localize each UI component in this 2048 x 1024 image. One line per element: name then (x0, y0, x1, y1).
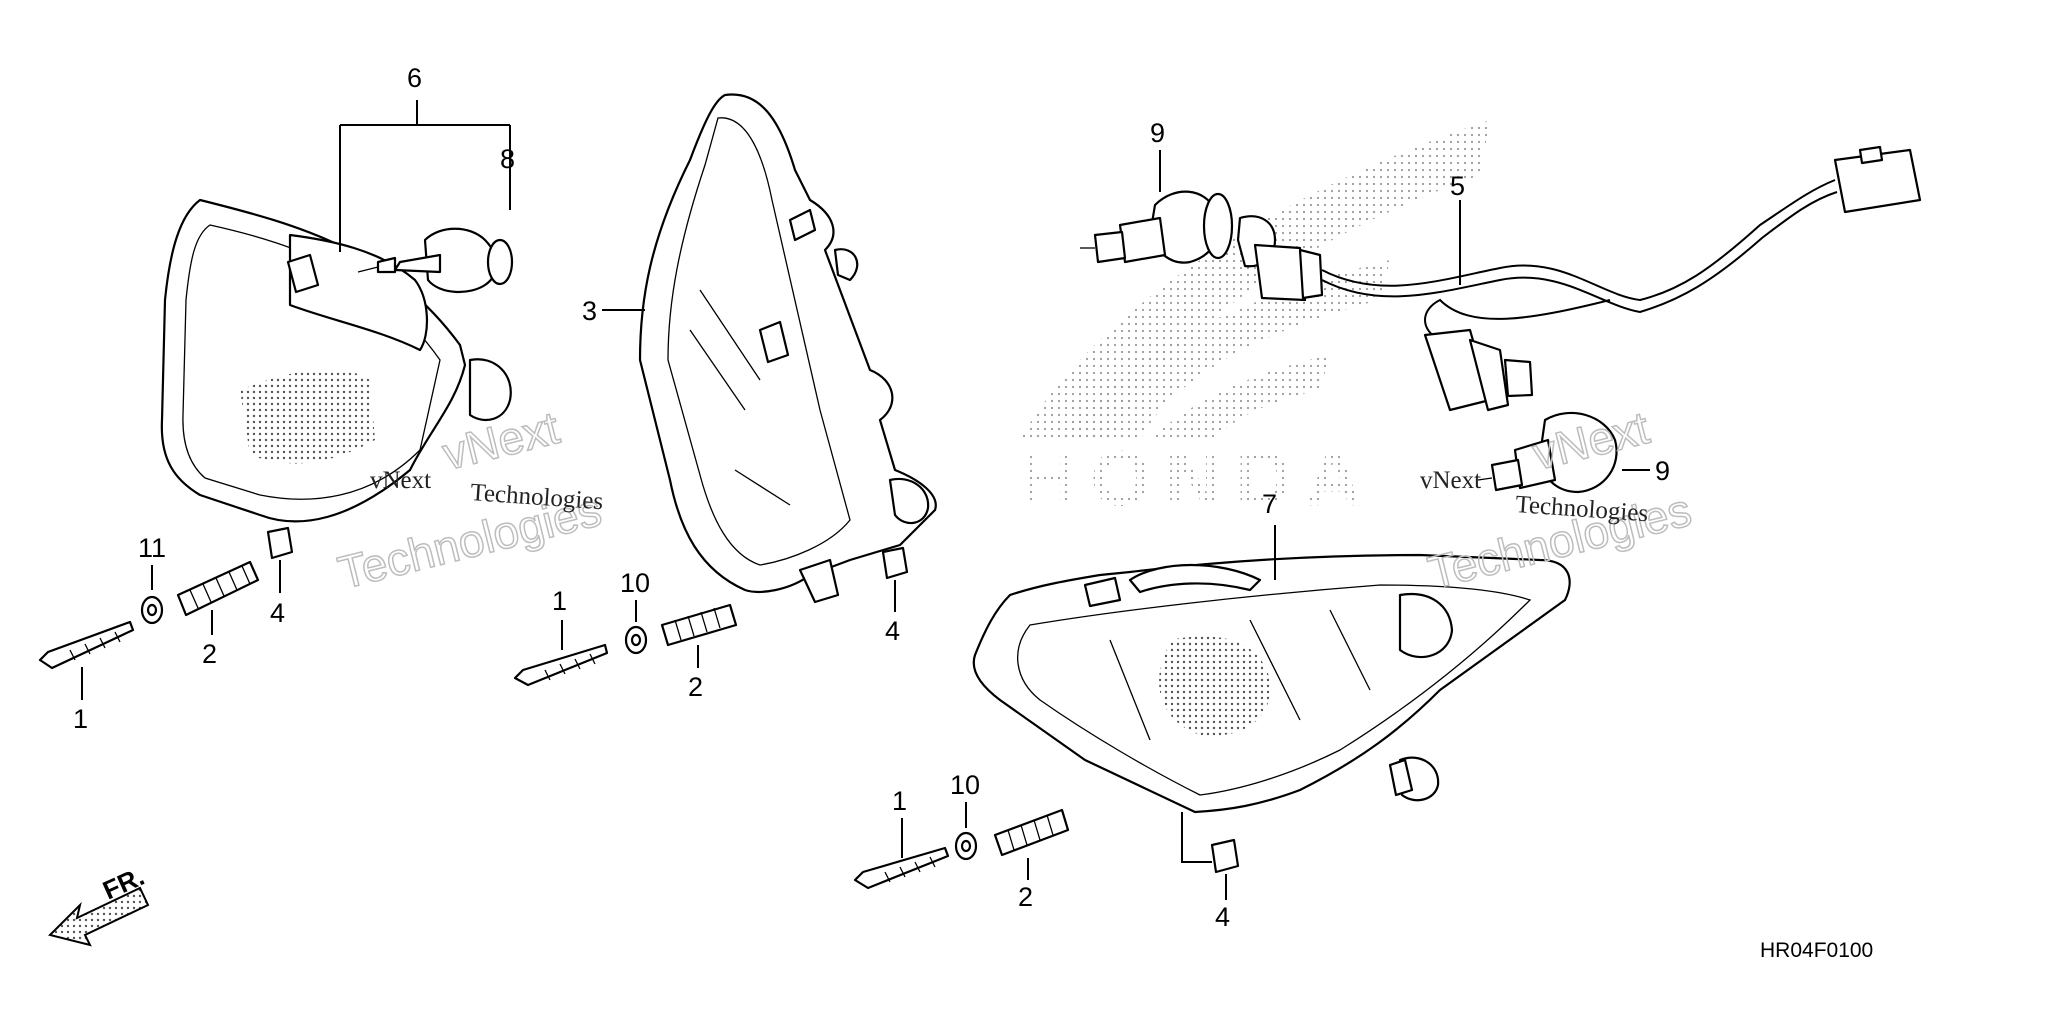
callout-2-left: 2 (202, 639, 217, 669)
callout-2-right: 2 (1018, 882, 1033, 912)
bolt-1c (853, 846, 950, 890)
wiring-harness (1236, 145, 1922, 412)
nut-4b (881, 546, 909, 580)
callout-1-right: 1 (892, 786, 907, 816)
callout-9-upper: 9 (1150, 118, 1165, 148)
bulb-socket-upper (1080, 190, 1234, 264)
headlight-lens-right (972, 553, 1571, 814)
callout-1-left: 1 (73, 704, 88, 734)
callout-3: 3 (582, 296, 597, 326)
callout-2-middle: 2 (688, 672, 703, 702)
callout-4-middle: 4 (885, 616, 900, 646)
headlight-bulb (357, 227, 514, 294)
callout-4-right: 4 (1215, 902, 1230, 932)
callout-5: 5 (1450, 171, 1465, 201)
watermark-small-line1-right: vNext (1420, 467, 1481, 494)
callout-7: 7 (1262, 489, 1277, 519)
watermark-big-line1-left: vNext (437, 401, 564, 480)
washer-11 (140, 595, 164, 625)
bolt-1a (38, 620, 135, 670)
washer-10a (624, 625, 648, 655)
headlight-lens-left (160, 198, 512, 523)
callout-1-middle: 1 (552, 586, 567, 616)
bulb-socket-lower (1477, 411, 1618, 494)
callout-4-left: 4 (270, 598, 285, 628)
callout-9-lower: 9 (1655, 456, 1670, 486)
callout-8: 8 (500, 144, 515, 174)
diagram-code: HR04F0100 (1760, 939, 1873, 962)
callout-11: 11 (138, 533, 166, 563)
spring-2c (993, 808, 1070, 857)
front-direction-arrow: FR. (48, 861, 150, 947)
callout-6: 6 (407, 63, 422, 93)
watermark-small-line1-left: vNext (370, 467, 431, 494)
spring-2b (660, 603, 738, 647)
nut-4c (1210, 838, 1240, 874)
callout-10-middle: 10 (620, 568, 650, 598)
headlight-housing-center (638, 93, 937, 604)
washer-10b (954, 831, 978, 861)
honda-brand-text: HONDA (1020, 434, 1376, 522)
callout-labels: 6 8 3 9 5 9 7 11 4 2 1 1 10 2 4 1 10 2 4 (73, 63, 1670, 932)
honda-wing-logo: HONDA (1020, 120, 1490, 522)
spring-2a (176, 560, 260, 617)
nut-4a (266, 526, 294, 560)
bolt-1b (513, 643, 609, 687)
callout-10-right: 10 (950, 770, 980, 800)
